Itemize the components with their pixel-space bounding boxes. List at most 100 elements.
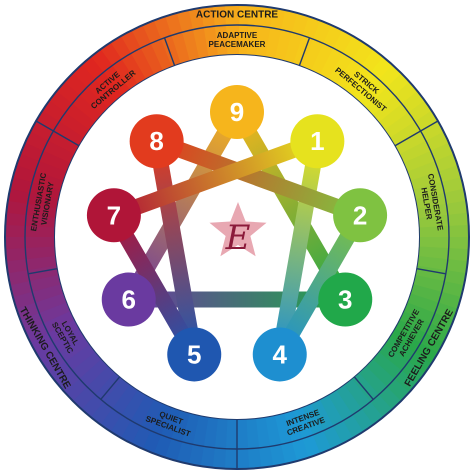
ring-segment xyxy=(302,20,334,72)
ring-segment xyxy=(319,30,356,81)
type-node-circle xyxy=(167,327,222,382)
ring-segment xyxy=(317,394,353,445)
enneagram-lines xyxy=(105,104,369,363)
ring-segment xyxy=(71,364,116,410)
ring-segment xyxy=(108,388,146,438)
ring-segment xyxy=(19,300,71,332)
ring-segment xyxy=(409,284,462,311)
ring-segment xyxy=(412,176,465,202)
type-divider xyxy=(163,37,176,67)
ring-segment xyxy=(212,5,230,56)
type-node-circle xyxy=(210,85,264,139)
ring-segment xyxy=(326,389,364,440)
connection-line xyxy=(271,133,326,363)
centre-divider xyxy=(35,120,54,132)
type-number: 6 xyxy=(122,285,136,315)
ring-segment xyxy=(357,365,402,412)
type-node-circle xyxy=(129,114,184,169)
ring-segment xyxy=(30,118,81,155)
ring-segment xyxy=(41,334,90,374)
connection-line xyxy=(105,133,326,224)
ring-segment xyxy=(163,409,190,462)
ring-segment xyxy=(311,25,345,76)
type-node-circle xyxy=(101,272,156,327)
ring-segment xyxy=(406,293,458,323)
ring-segment xyxy=(56,79,104,123)
ring-segment xyxy=(406,153,459,183)
ring-segment xyxy=(412,274,464,300)
type-divider xyxy=(298,37,311,67)
ring-segment xyxy=(224,5,240,56)
ring-segment xyxy=(393,319,444,356)
ring-segment xyxy=(20,140,72,172)
ring-segment xyxy=(234,418,250,469)
ring-segment xyxy=(198,416,218,468)
ring-segment xyxy=(410,165,462,192)
ring-segment xyxy=(399,131,450,165)
type-divider xyxy=(28,267,58,275)
ring-segment xyxy=(256,6,276,58)
ring-segment xyxy=(284,12,311,65)
ring-segment xyxy=(36,108,86,146)
ring-segment xyxy=(131,24,165,75)
ring-segment xyxy=(55,350,102,393)
ring-segment xyxy=(62,357,109,402)
ring-segment xyxy=(6,198,58,218)
ring-segment xyxy=(272,412,298,465)
centre-label-action: ACTION CENTRE xyxy=(196,10,279,21)
type-node-3: 3 xyxy=(318,272,373,327)
ring-segment xyxy=(24,309,75,343)
ring-segment xyxy=(418,224,469,240)
type-number: 1 xyxy=(310,126,324,156)
ring-segment xyxy=(389,110,440,148)
ring-segment xyxy=(244,418,262,469)
type-divider xyxy=(416,267,446,275)
ring-segment xyxy=(274,10,300,62)
ring-segment xyxy=(358,64,403,110)
ring-segment xyxy=(79,370,123,418)
ring-segment xyxy=(402,302,454,334)
ring-segment xyxy=(47,342,96,384)
connection-line xyxy=(148,133,203,363)
ring-segment xyxy=(4,234,56,250)
ring-segment xyxy=(351,56,395,104)
ring-segment xyxy=(7,186,60,209)
type-node-circle xyxy=(333,188,388,243)
type-label: PEACEMAKER xyxy=(209,40,266,49)
type-node-8: 8 xyxy=(129,114,184,169)
ring-segment xyxy=(129,398,163,449)
ring-segment xyxy=(174,412,200,464)
type-number: 7 xyxy=(107,200,121,230)
ring-segment xyxy=(12,282,64,309)
ring-segment xyxy=(418,212,469,230)
ring-segment xyxy=(165,12,192,64)
ring-segment xyxy=(9,272,62,298)
type-number: 9 xyxy=(230,97,244,127)
type-node-circle xyxy=(318,272,373,327)
ring-segment xyxy=(291,406,321,459)
logo-letter: E xyxy=(225,218,251,258)
connection-line xyxy=(148,133,369,224)
type-node-circle xyxy=(290,114,345,169)
ring-segment xyxy=(15,291,68,321)
logo: E xyxy=(209,202,267,258)
ring-segment xyxy=(81,55,124,102)
ring-segment xyxy=(416,256,468,276)
ring-segment xyxy=(72,62,117,109)
ring-segment xyxy=(42,98,91,138)
ring-segment xyxy=(49,89,97,131)
ring-segment xyxy=(377,343,425,385)
type-node-7: 7 xyxy=(86,188,141,243)
type-node-6: 6 xyxy=(101,272,156,327)
type-node-5: 5 xyxy=(167,327,222,382)
ring-segment xyxy=(364,358,410,403)
ring-segment xyxy=(388,328,438,366)
ring-segment xyxy=(398,311,449,345)
ring-segment xyxy=(25,129,76,163)
ring-segment xyxy=(343,49,385,97)
ring-segment xyxy=(16,151,68,181)
ring-segment xyxy=(34,326,85,364)
type-number: 8 xyxy=(149,126,163,156)
type-label: ADAPTIVE xyxy=(217,31,258,40)
type-divider xyxy=(100,375,121,400)
